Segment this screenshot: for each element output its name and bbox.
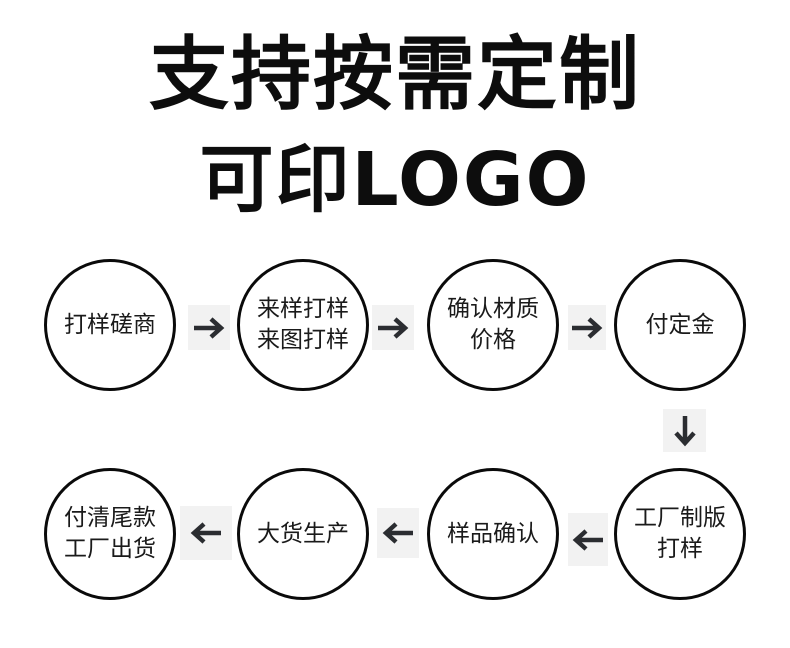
arrow-left-icon [180, 506, 232, 560]
step-4-label: 付定金 [645, 311, 715, 338]
step-8-circle: 付清尾款 工厂出货 [44, 468, 176, 600]
step-1-circle: 打样磋商 [44, 259, 176, 391]
arrow-down-icon [663, 409, 706, 452]
step-6-label: 样品确认 [447, 520, 539, 547]
headline-line-2: 可印LOGO [199, 137, 591, 223]
arrow-right-icon [372, 305, 414, 350]
step-5-label-line-1: 工厂制版 [634, 505, 726, 531]
step-4-circle: 付定金 [614, 259, 746, 391]
step-3-circle: 确认材质 价格 [427, 259, 559, 391]
step-2-label-line-1: 来样打样 [257, 296, 349, 322]
step-7-label: 大货生产 [257, 520, 349, 547]
step-8-label-line-2: 工厂出货 [64, 536, 156, 562]
arrow-left-icon [568, 513, 608, 566]
step-3-label-line-2: 价格 [470, 327, 516, 353]
arrow-right-icon [568, 305, 606, 350]
step-8-label-line-1: 付清尾款 [64, 505, 156, 531]
step-3-label-line-1: 确认材质 [447, 296, 539, 322]
arrow-right-icon [188, 305, 230, 350]
step-6-circle: 样品确认 [427, 468, 559, 600]
step-7-circle: 大货生产 [237, 468, 369, 600]
step-5-label-line-2: 打样 [657, 536, 703, 562]
arrow-left-icon [377, 508, 419, 558]
step-1-label: 打样磋商 [64, 311, 156, 338]
step-2-circle: 来样打样 来图打样 [237, 259, 369, 391]
headline-line-1: 支持按需定制 [149, 28, 641, 121]
step-2-label-line-2: 来图打样 [257, 327, 349, 353]
step-5-circle: 工厂制版 打样 [614, 468, 746, 600]
